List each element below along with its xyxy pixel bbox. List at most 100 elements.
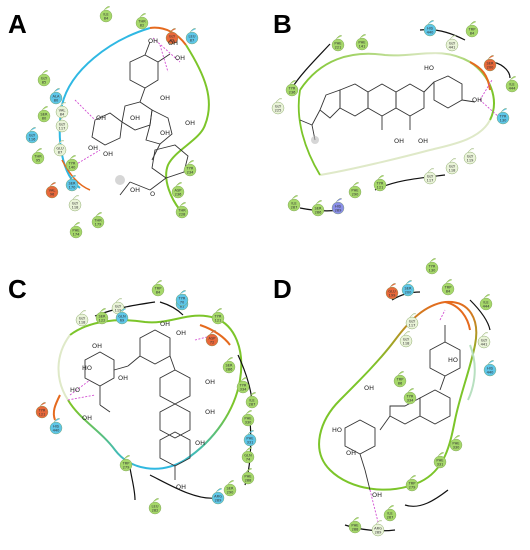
- residue-name: VAL: [59, 109, 66, 113]
- residue-circle: [241, 410, 255, 427]
- residue-name: TYR: [38, 409, 46, 413]
- pocket-outline: [467, 344, 476, 401]
- residue-number: 118: [449, 169, 457, 173]
- residue-name: SER: [68, 182, 76, 186]
- residue-number: 69: [120, 319, 125, 323]
- residue-circle: [465, 21, 479, 38]
- residue-circle: [371, 520, 385, 537]
- residue-circle: [479, 294, 493, 311]
- residue-name: PHE: [244, 417, 252, 421]
- backbone-chain: [469, 299, 491, 331]
- residue-number: 279: [123, 466, 131, 470]
- residue-number: 72: [210, 341, 215, 345]
- residue-number: 444: [483, 305, 491, 309]
- residue-circle: [183, 160, 197, 177]
- residue-number: 236: [175, 193, 183, 197]
- residue-number: 288: [352, 528, 360, 532]
- panel-a: A ILE84THR82GLY89LEU87GLY85ALA80SER80VAL…: [8, 6, 210, 239]
- residue-name: TYR: [186, 167, 194, 171]
- residue-circle: [205, 330, 219, 347]
- residue-number: 170: [69, 186, 77, 190]
- residue-number: 286: [315, 211, 323, 215]
- residue-number: 289: [215, 499, 223, 503]
- solvent-exposure-marker: [115, 175, 125, 185]
- residue-circle: [37, 106, 51, 123]
- residue-number: 440: [53, 429, 61, 433]
- residue-number: 85: [42, 81, 47, 85]
- residue-name: TYR: [499, 115, 507, 119]
- residue-number: 119: [467, 159, 475, 163]
- residue-circle: [463, 148, 477, 165]
- residue-name: TRP: [396, 378, 405, 382]
- residue-number: 121: [215, 319, 222, 323]
- residue-circle: [311, 200, 325, 217]
- residue-name: SER: [98, 315, 106, 319]
- residue-number: 130: [429, 269, 437, 273]
- residue-circle: [423, 20, 437, 37]
- panel-label: B: [273, 9, 292, 39]
- residue-number: 441: [449, 46, 456, 50]
- atom-label: OH: [176, 329, 186, 337]
- residue-circle: [373, 175, 387, 192]
- residue-number: 179: [95, 223, 103, 227]
- residue-name: PHE: [351, 189, 359, 193]
- residue-circle: [383, 505, 397, 522]
- residue-circle: [31, 148, 45, 165]
- residue-number: 89: [170, 39, 175, 43]
- residue-name: ARG: [374, 527, 382, 531]
- residue-circle: [483, 55, 497, 72]
- residue-circle: [425, 258, 439, 275]
- residue-number: 87: [190, 39, 195, 43]
- residue-circle: [165, 28, 179, 45]
- atom-label: OH: [176, 483, 186, 491]
- residue-circle: [331, 198, 345, 215]
- residue-number: 84: [156, 291, 161, 295]
- residue-number: 117: [427, 179, 434, 183]
- hbond: [74, 99, 96, 121]
- residue-number: 84: [446, 290, 451, 294]
- residue-name: SER: [404, 287, 412, 291]
- pocket-outline: [199, 324, 231, 346]
- residue-number: 87: [58, 151, 63, 155]
- residue-name: HIS: [53, 425, 60, 429]
- residue-number: 141: [359, 45, 366, 49]
- residue-circle: [433, 452, 447, 469]
- atom-label: OH: [364, 384, 374, 392]
- residue-name: GLY: [41, 77, 48, 81]
- residue-circle: [348, 517, 362, 534]
- residue-name: SER: [226, 487, 234, 491]
- residue-number: 84: [470, 32, 475, 36]
- residue-name: LEU: [152, 505, 159, 509]
- residue-name: GLU: [388, 290, 396, 294]
- residue-number: 279: [409, 486, 417, 490]
- residue-number: 86: [398, 382, 403, 386]
- panel-label: D: [273, 274, 292, 304]
- ligand-structure: [91, 41, 189, 196]
- hbond: [74, 149, 101, 166]
- residue-name: SER: [314, 207, 322, 211]
- pocket-outline: [319, 119, 491, 176]
- residue-circle: [241, 447, 255, 464]
- residue-group: TRP84GLY119SER81GLY118SER122GLN69TYR121A…: [35, 280, 259, 515]
- atom-label: OH: [205, 378, 215, 386]
